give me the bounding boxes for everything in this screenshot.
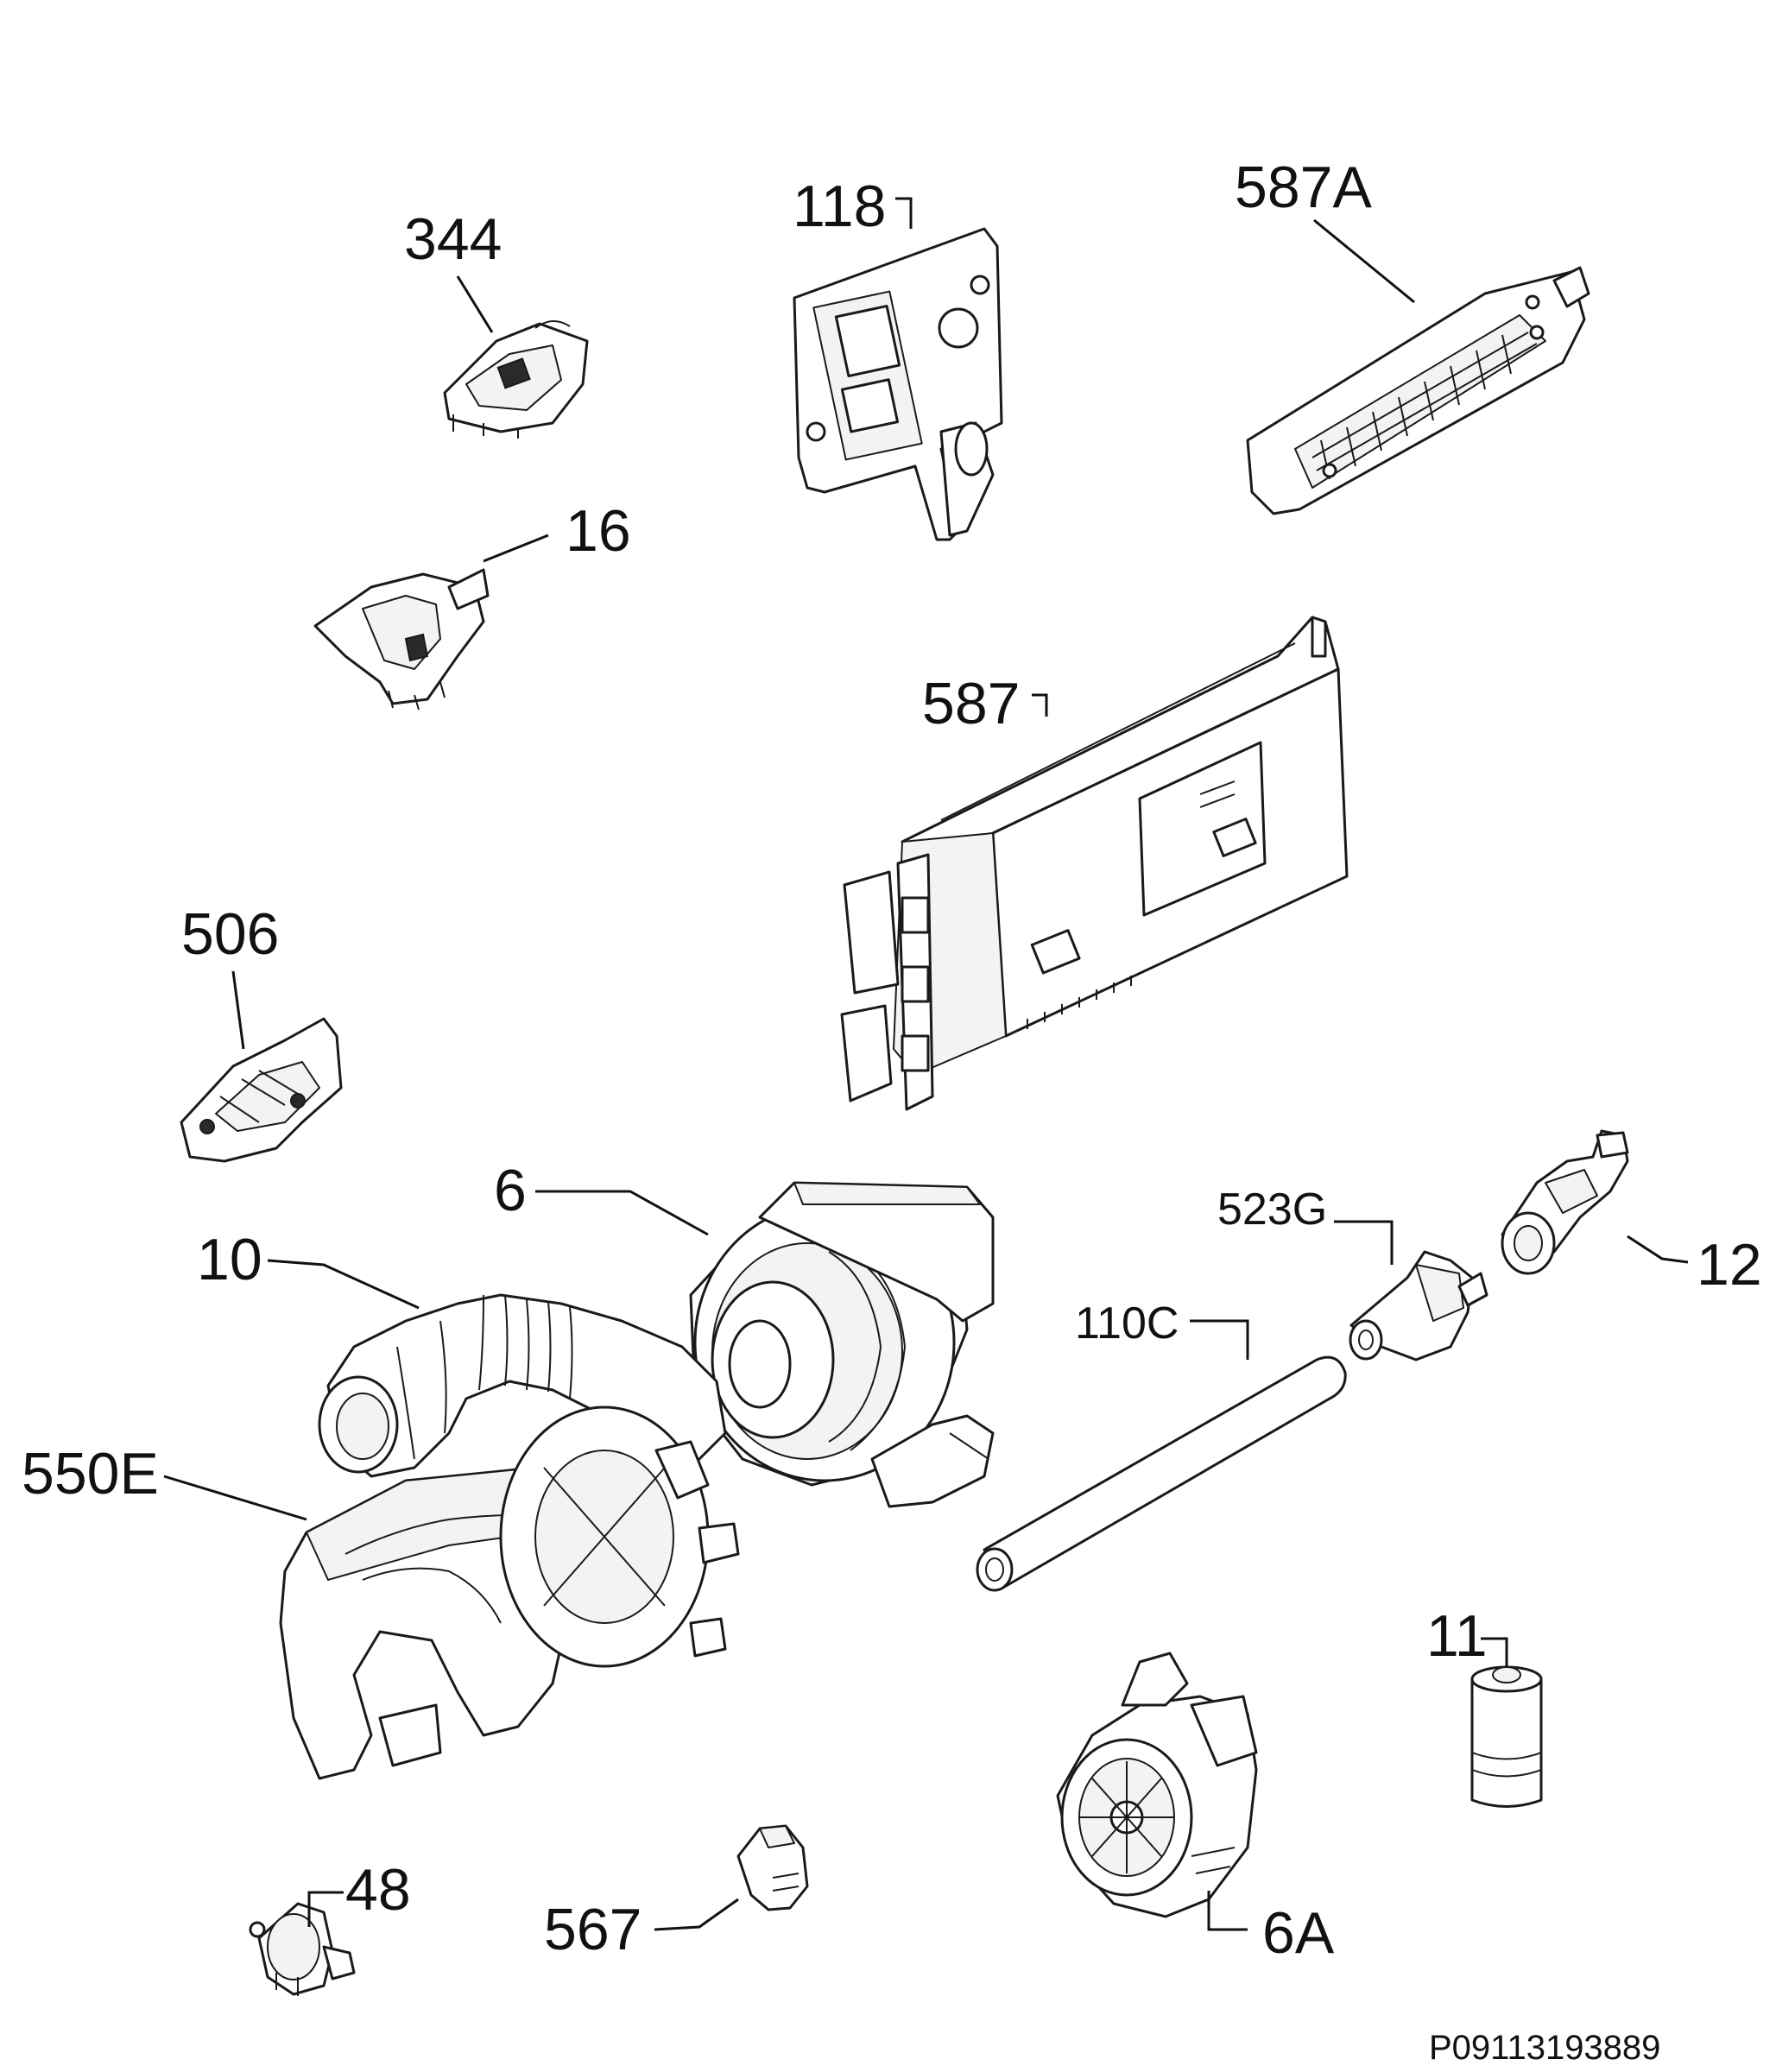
label-10: 10 [197, 1227, 262, 1292]
label-6: 6 [494, 1158, 527, 1223]
part-118-drawing [793, 227, 1003, 541]
part-110C[interactable]: 110C [976, 1298, 1347, 1592]
leader-587 [1032, 693, 1048, 717]
part-587[interactable]: 587 [840, 616, 1349, 1111]
label-587A: 587A [1235, 155, 1372, 220]
label-11: 11 [1426, 1603, 1488, 1669]
leader-11 [1481, 1637, 1508, 1666]
part-587A-drawing [1246, 266, 1590, 515]
part-6A[interactable]: 6A [1056, 1652, 1335, 1966]
part-16[interactable]: 16 [313, 498, 631, 711]
part-523G-drawing [1349, 1250, 1488, 1361]
part-523G[interactable]: 523G [1217, 1184, 1488, 1361]
part-16-drawing [313, 568, 490, 711]
part-550E-drawing [279, 1406, 740, 1780]
leader-48 [307, 1891, 344, 1927]
part-567-drawing [736, 1824, 809, 1911]
leader-6A [1207, 1891, 1248, 1931]
part-11[interactable]: 11 [1426, 1603, 1543, 1808]
leader-12 [1627, 1235, 1689, 1264]
leader-344 [456, 275, 494, 333]
leader-118 [895, 197, 913, 229]
part-110C-drawing [976, 1355, 1347, 1592]
leader-10 [267, 1259, 420, 1310]
label-118: 118 [793, 174, 886, 239]
label-12: 12 [1697, 1232, 1762, 1298]
leader-587A [1313, 218, 1415, 304]
label-6A: 6A [1262, 1900, 1335, 1966]
part-587A[interactable]: 587A [1235, 155, 1590, 515]
part-48[interactable]: 48 [249, 1857, 411, 1996]
label-344: 344 [404, 206, 502, 272]
leader-550E [163, 1475, 307, 1521]
label-506: 506 [181, 901, 279, 967]
label-523G: 523G [1217, 1184, 1327, 1235]
label-16: 16 [566, 498, 631, 564]
leader-523G [1334, 1220, 1394, 1265]
leader-110C [1190, 1319, 1249, 1360]
label-567: 567 [544, 1897, 642, 1962]
label-48: 48 [345, 1857, 411, 1923]
part-118[interactable]: 118 [793, 174, 1003, 541]
leader-6 [535, 1190, 709, 1236]
part-587-drawing [840, 616, 1349, 1111]
leader-16 [483, 534, 549, 563]
part-344[interactable]: 344 [404, 206, 589, 439]
part-6-drawing [689, 1181, 995, 1508]
part-48-drawing [249, 1902, 356, 1996]
part-12-drawing [1501, 1129, 1629, 1275]
leader-567 [654, 1898, 739, 1931]
part-567[interactable]: 567 [544, 1824, 809, 1962]
drawing-code: P09113193889 [1429, 2029, 1660, 2067]
part-6A-drawing [1056, 1652, 1258, 1918]
label-110C: 110C [1075, 1298, 1179, 1349]
label-550E: 550E [22, 1441, 159, 1507]
part-11-drawing [1470, 1665, 1543, 1808]
label-587: 587 [922, 671, 1020, 736]
part-6[interactable]: 6 [494, 1158, 995, 1508]
part-12[interactable]: 12 [1501, 1129, 1762, 1298]
part-550E[interactable]: 550E [22, 1406, 740, 1780]
part-506[interactable]: 506 [180, 901, 343, 1163]
part-344-drawing [443, 320, 589, 439]
part-506-drawing [180, 1017, 343, 1163]
leader-506 [231, 970, 245, 1050]
